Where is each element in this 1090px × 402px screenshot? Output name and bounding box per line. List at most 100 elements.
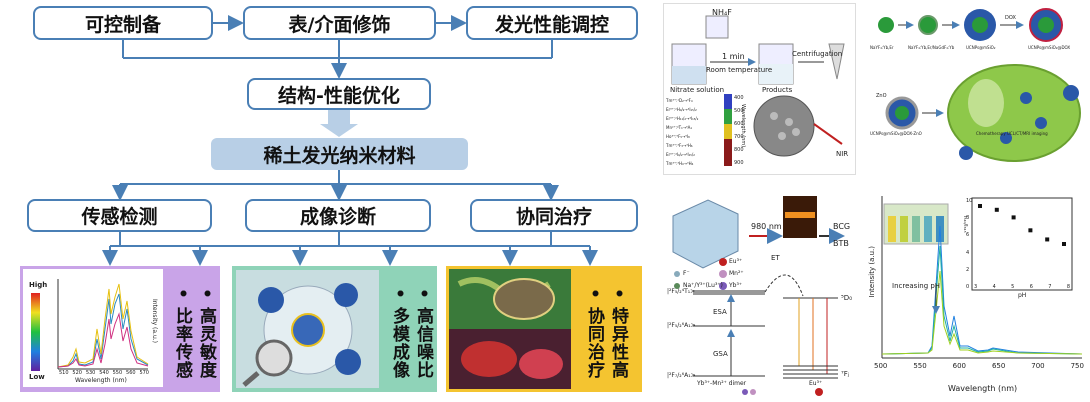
nanoparticle-blue [258,287,284,313]
feature-synergistic-therapy: • 协同治疗 [584,288,604,379]
nanoparticle-center [291,313,325,347]
time-label: 1 min [722,52,745,61]
flow-arrows [102,15,598,266]
therapy-illustration [449,269,571,389]
feature-high-snr: • 高信噪比 [413,288,433,379]
inset-xlabel: pH [1018,292,1027,299]
inset-data-point [1011,215,1016,220]
ph-ylabel: Intensity (a.u.) [868,246,876,298]
ph-xlabel: Wavelength (nm) [948,384,1018,393]
spectrum-curve-low-ph [881,270,1083,355]
temp-label: Room temperature [706,66,773,74]
legend-dot-mn [719,270,727,278]
flow-box-surface-modification: 表/介面修饰 [243,6,436,40]
gsa-label: GSA [713,350,728,358]
legend-dot-eu [719,258,727,266]
dox-label: DOX [1005,15,1016,21]
flow-box-structure-optimization: 结构-性能优化 [247,78,431,110]
inset-data-point [1028,228,1033,233]
et-curve [764,274,804,297]
fj-label: ⁷Fⱼ [841,370,850,378]
nitrate-label: Nitrate solution [670,86,725,94]
dimer-label: Yb³⁺-Mn²⁺ dimer [697,380,747,387]
inset-data-point [978,204,982,208]
core-shell-particle [918,15,938,35]
app-box-imaging: 成像诊断 [245,199,431,232]
legend-dot-na [674,283,680,289]
increasing-ph-label: Increasing pH [892,282,941,290]
flow-label: 可控制备 [84,13,161,36]
cell-nucleus [968,79,1004,127]
level-label-mid: |²F₅/₂⁶A₁> [667,322,696,329]
nanoparticle-blue [334,283,358,307]
legend-dot-f [674,271,680,277]
legend-yb: Yb³⁺ [729,282,743,289]
core-particle [878,17,894,33]
nir-label: NIR [836,150,849,158]
nanoparticle-cell-figure: NaYF₄:Yb,Er NaYF₄:Yb,Er/NaGdF₄:Yb UCNPs@… [866,3,1087,175]
inset-data-point [1045,237,1050,242]
zno-label: ZnO [876,93,887,99]
products-label: Products [762,86,793,94]
arrow-down-core [320,110,358,137]
spectrum-curve [57,293,149,368]
inset-data-point [994,207,999,212]
inset-ylabel: I₅₄₀/I₆₁₅ [962,216,968,233]
inset-data-point [1062,242,1066,246]
level-label-bottom: |²F₇/₂⁶A₁> [667,372,696,379]
d0-label: ⁵D₀ [841,294,853,302]
particle-label-2: NaYF₄:Yb,Er/NaGdF₄:Yb [908,45,955,50]
feature-ratio-sensing: • 比率传感 [172,288,192,379]
app-label: 协同治疗 [515,206,592,228]
laser-label: 980 nm [751,222,782,231]
particle-label-3: UCNPs@mSiO₂ [966,45,996,50]
legend-eu: Eu³⁺ [729,258,743,265]
nanoparticle-blue [335,349,361,375]
cell-icon [493,278,555,320]
btb-label: BTB [833,239,849,248]
core-label: 稀土发光纳米材料 [263,144,416,167]
feature-high-sensitivity: • 高灵敏度 [196,288,216,379]
flow-label: 结构-性能优化 [278,84,400,107]
spectrum-xlabel: Wavelength (nm) [75,377,127,384]
magnifier-lens [255,339,293,377]
app-label: 传感检测 [81,206,158,228]
ph-emission-chart: Increasing pH Wavelength (nm) Intensity … [868,186,1087,398]
nir-beam [813,123,843,145]
blood-cell-icon [519,349,563,379]
energy-transfer-figure: 980 nm ET BCG BTB F⁻ Na⁺/Y³⁺(Lu³⁺) Eu³⁺ … [663,186,868,398]
imaging-illustration [236,270,379,388]
app-box-therapy: 协同治疗 [470,199,638,232]
bcg-label: BCG [833,222,851,231]
therapy-panel: • 协同治疗 • 特异性高 [446,266,642,392]
scale-axis-label: Wavelength (nm) [740,104,746,148]
spectrum-curve-mid-ph [881,245,1083,355]
particle-label-4: UCNPs@mSiO₂@DOX [1028,45,1071,50]
flow-box-controllable-prep: 可控制备 [33,6,213,40]
app-box-sensing: 传感检测 [27,199,212,232]
core-material-box: 稀土发光纳米材料 [211,138,468,170]
flow-label: 表/介面修饰 [288,13,391,36]
color-scale-bar [31,293,40,371]
feature-multimodal-imaging: • 多模成像 [389,288,409,379]
flow-box-luminescence-tuning: 发光性能调控 [466,6,638,40]
legend-dot-yb [719,282,727,290]
cell-caption: Chemotherapy UCL/CT/MRI imaging [976,131,1048,136]
energy-level-top [693,290,765,295]
sensing-panel: High Low Wavelength (nm) Intensity (a.u.… [20,266,220,392]
scale-low-label: Low [29,373,45,381]
centrifuge-tube [828,43,845,80]
legend-na: Na⁺/Y³⁺(Lu³⁺) [683,282,723,289]
centrifugation-label: Centrifugation [792,50,843,58]
tem-particle-image [753,95,815,157]
synthesis-figure: NH₄F 1 min Room temperature Centrifugati… [663,3,856,175]
ph-ratio-inset [971,197,1073,291]
flow-label: 发光性能调控 [494,13,609,36]
crystal-lattice [672,199,739,269]
emission-spectrum-plot [31,279,149,371]
et-label: ET [771,254,780,262]
